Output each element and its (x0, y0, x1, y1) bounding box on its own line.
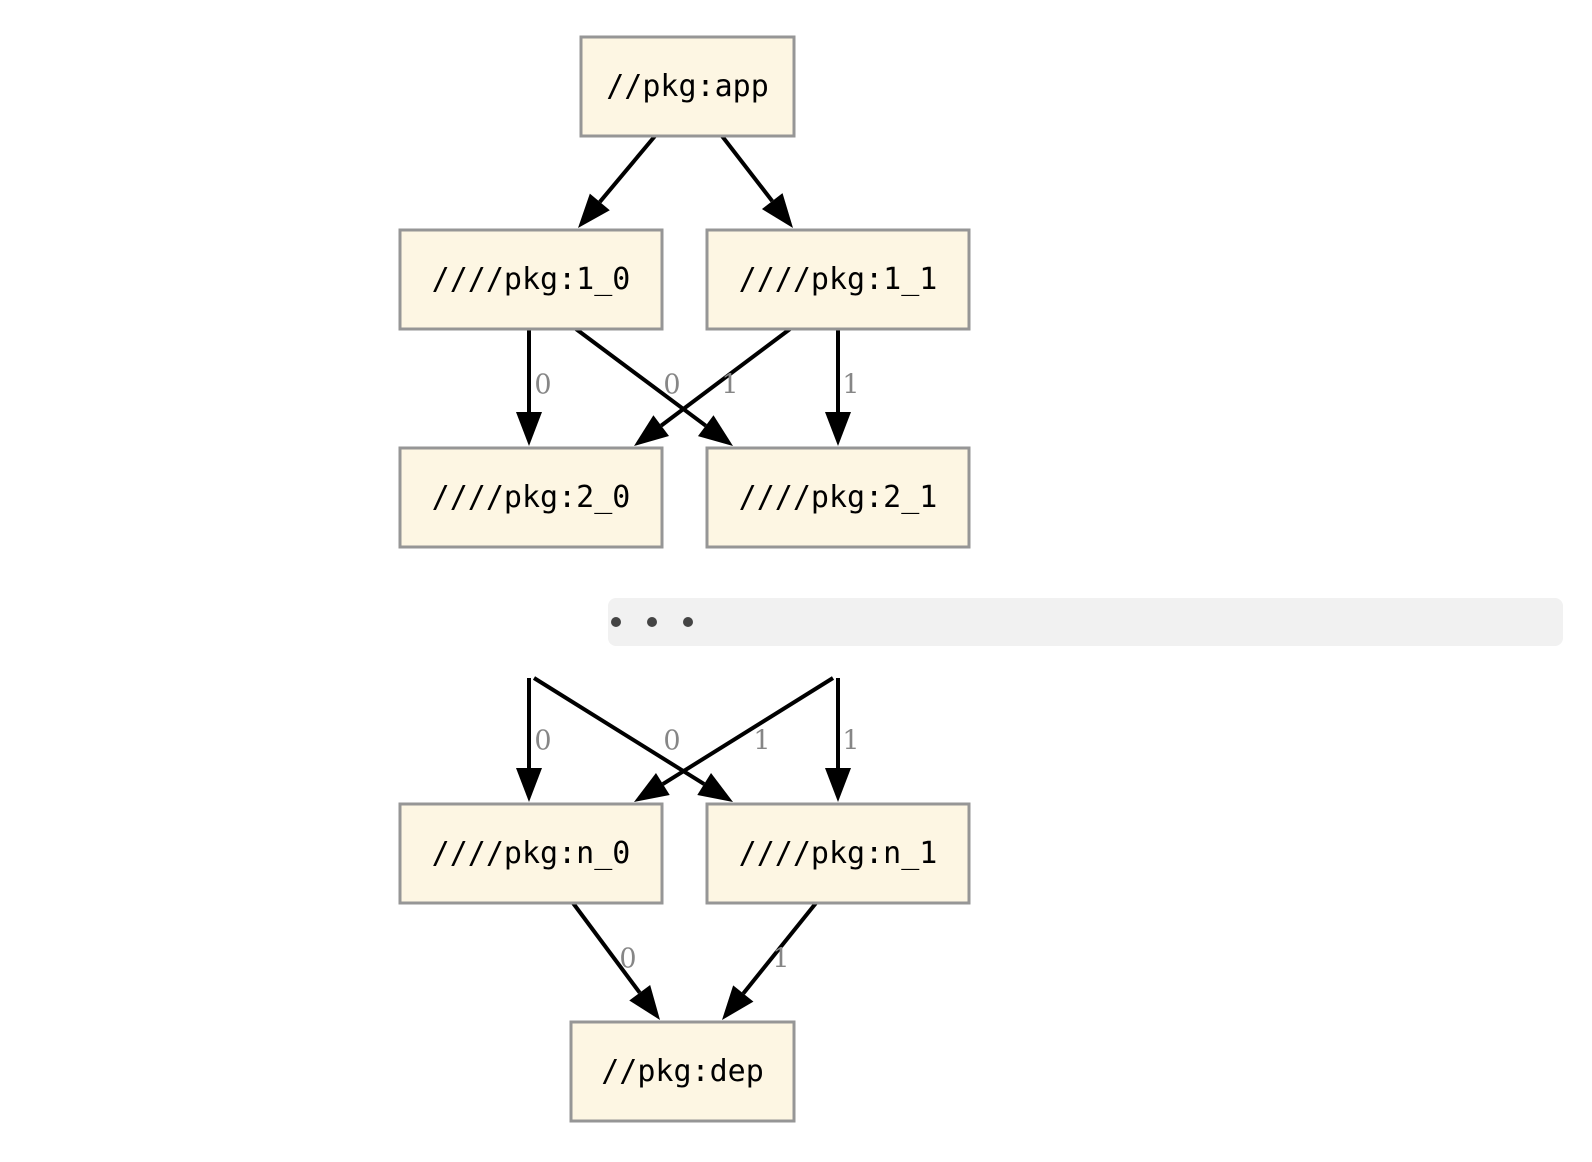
arrowhead-icon (516, 412, 542, 446)
edge-label: 0 (663, 370, 680, 401)
node-label: ////pkg:1_0 (432, 262, 631, 297)
edge-line (532, 676, 706, 786)
edge-e-y-n_0 (634, 676, 835, 802)
node-box[interactable] (398, 802, 664, 905)
edge-line (571, 901, 642, 994)
node-n1_0[interactable]: ////pkg:1_0 (398, 228, 664, 331)
edge-line (741, 901, 818, 995)
edge-label: 0 (534, 726, 551, 757)
node-nn_0[interactable]: ////pkg:n_0 (398, 802, 664, 905)
node-label: //pkg:app (606, 69, 769, 104)
edge-label: 0 (663, 726, 680, 757)
node-n1_1[interactable]: ////pkg:1_1 (705, 228, 971, 331)
edge-e-n_0-dep (571, 901, 660, 1020)
edge-label: 0 (619, 944, 636, 975)
edge-label: 1 (772, 944, 789, 975)
arrowhead-icon (634, 772, 670, 802)
edge-label: 1 (721, 370, 738, 401)
node-label: ////pkg:n_0 (432, 836, 631, 871)
arrowhead-icon (825, 412, 851, 446)
node-box[interactable] (705, 802, 971, 905)
edge-e-1_1-2_1 (825, 329, 851, 446)
node-label: ////pkg:1_1 (739, 262, 938, 297)
edge-e-app-1_0 (578, 134, 657, 228)
node-box[interactable] (398, 228, 664, 331)
edge-e-y-n_1 (825, 678, 851, 802)
ellipsis-layer (608, 598, 1563, 646)
edge-line (598, 134, 657, 204)
edge-line (574, 327, 707, 428)
edge-e-x-n_1 (532, 676, 733, 802)
nodes-layer: //pkg:app ////pkg:1_0 ////pkg:1_1 ////pkg:2… (398, 35, 971, 1123)
ellipsis-dot-0 (611, 617, 621, 627)
edge-line (720, 134, 774, 203)
truncated-levels-indicator (608, 598, 1563, 646)
arrowhead-icon (697, 772, 733, 802)
node-label: ////pkg:n_1 (739, 836, 938, 871)
node-box[interactable] (579, 35, 796, 138)
edge-line (661, 676, 835, 786)
node-label: ////pkg:2_1 (739, 480, 938, 515)
edge-e-app-1_1 (720, 134, 793, 228)
edge-label: 1 (842, 726, 859, 757)
edge-e-1_0-2_0 (516, 329, 542, 446)
edge-labels-layer: 0 0 1 1 0 0 1 1 0 1 (534, 370, 859, 975)
edge-e-n_1-dep (722, 901, 818, 1020)
arrowhead-icon (516, 768, 542, 802)
edge-line (660, 327, 792, 428)
arrowhead-icon (578, 193, 610, 228)
edges-layer (516, 134, 851, 1020)
arrowhead-icon (697, 415, 733, 446)
edge-label: 1 (753, 726, 770, 757)
node-box[interactable] (569, 1020, 796, 1123)
edge-e-1_1-2_0 (634, 327, 792, 446)
arrowhead-icon (825, 768, 851, 802)
arrowhead-icon (722, 985, 754, 1020)
node-label: //pkg:dep (601, 1054, 764, 1089)
node-n2_1[interactable]: ////pkg:2_1 (705, 446, 971, 549)
edge-label: 0 (534, 370, 551, 401)
node-box[interactable] (705, 446, 971, 549)
arrowhead-icon (634, 415, 669, 446)
node-dep[interactable]: //pkg:dep (569, 1020, 796, 1123)
node-label: ////pkg:2_0 (432, 480, 631, 515)
node-n2_0[interactable]: ////pkg:2_0 (398, 446, 664, 549)
node-app[interactable]: //pkg:app (579, 35, 796, 138)
arrowhead-icon (629, 984, 660, 1020)
ellipsis-dot-2 (683, 617, 693, 627)
node-box[interactable] (398, 446, 664, 549)
edge-e-x-n_0 (516, 678, 542, 802)
edge-label: 1 (842, 370, 859, 401)
node-nn_1[interactable]: ////pkg:n_1 (705, 802, 971, 905)
ellipsis-dot-1 (647, 617, 657, 627)
node-box[interactable] (705, 228, 971, 331)
arrowhead-icon (761, 193, 793, 228)
